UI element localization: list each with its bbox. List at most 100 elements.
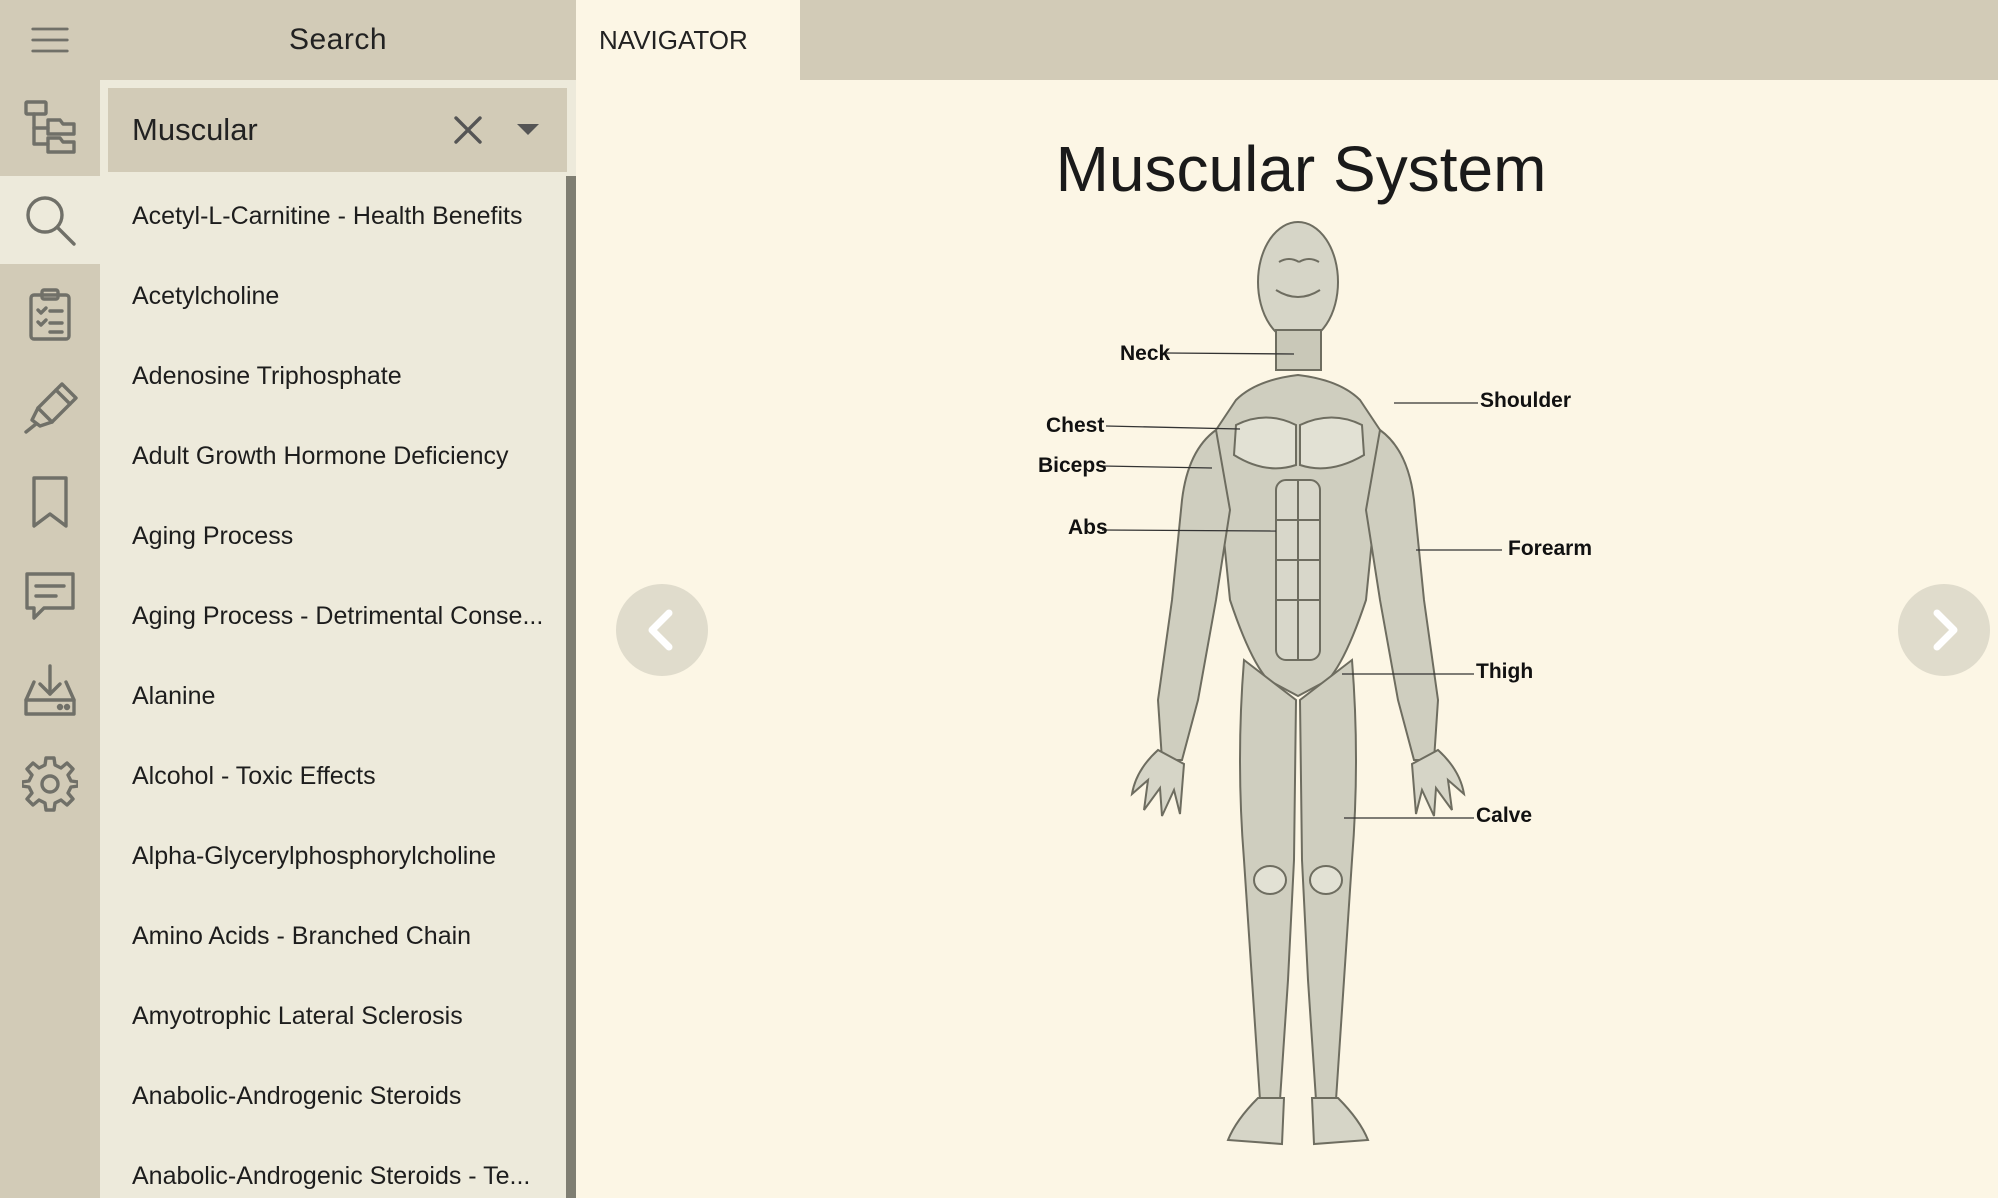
search-box <box>108 88 567 172</box>
chevron-left-icon <box>648 609 673 651</box>
list-item[interactable]: Alpha-Glycerylphosphorylcholine <box>100 816 576 896</box>
panel-header: Search <box>100 0 576 80</box>
rail-item-bookmarks[interactable] <box>0 458 100 546</box>
list-item-label: Amino Acids - Branched Chain <box>132 921 472 950</box>
alphabet-letter-c[interactable]: C <box>566 298 576 322</box>
list-item[interactable]: Acetylcholine <box>100 256 576 336</box>
tab-navigator[interactable]: NAVIGATOR <box>576 0 800 80</box>
close-icon <box>454 116 482 144</box>
label-biceps: Biceps <box>1038 454 1107 477</box>
rail-item-highlights[interactable] <box>0 364 100 452</box>
highlighter-icon <box>24 382 78 434</box>
alphabet-letter-o[interactable]: O <box>566 754 576 778</box>
chevron-down-icon <box>517 124 539 135</box>
list-item[interactable]: Anabolic-Androgenic Steroids - Te... <box>100 1136 576 1198</box>
alphabet-letter-m[interactable]: M <box>566 678 576 702</box>
list-item[interactable]: Amyotrophic Lateral Sclerosis <box>100 976 576 1056</box>
search-input[interactable] <box>132 88 432 172</box>
clipboard-icon <box>29 288 71 341</box>
search-options-dropdown[interactable] <box>508 112 548 148</box>
alphabet-letter-a[interactable]: A <box>566 222 576 246</box>
alphabet-letter-e[interactable]: E <box>566 374 576 398</box>
list-item[interactable]: Anabolic-Androgenic Steroids <box>100 1056 576 1136</box>
rail-item-contents[interactable] <box>0 82 100 170</box>
list-item[interactable]: Aging Process <box>100 496 576 576</box>
chevron-right-icon <box>1933 609 1958 651</box>
rail-item-search[interactable] <box>0 176 100 264</box>
alphabet-letter-x[interactable]: X <box>566 1096 576 1120</box>
alphabet-letter-v[interactable]: V <box>566 1020 576 1044</box>
search-panel: Search Acetyl-L-Carnitine - Health Benef… <box>100 0 576 1198</box>
alphabet-letter-y[interactable]: Y <box>566 1134 576 1158</box>
alphabet-index: AllABCDEFGHIJKLMNOPQRSTUVWXYZ <box>566 176 576 1198</box>
list-item[interactable]: Acetyl-L-Carnitine - Health Benefits <box>100 176 576 256</box>
rail-item-downloads[interactable] <box>0 646 100 734</box>
list-item-label: Anabolic-Androgenic Steroids <box>132 1081 462 1110</box>
label-thigh: Thigh <box>1476 660 1533 683</box>
alphabet-letter-i[interactable]: I <box>566 526 576 550</box>
alphabet-letter-n[interactable]: N <box>566 716 576 740</box>
panel-title: Search <box>288 23 388 56</box>
comment-icon <box>25 572 75 620</box>
alphabet-letter-d[interactable]: D <box>566 336 576 360</box>
alphabet-letter-q[interactable]: Q <box>566 830 576 854</box>
list-item[interactable]: Aging Process - Detrimental Conse... <box>100 576 576 656</box>
human-body-illustration <box>1130 221 1466 1146</box>
label-shoulder: Shoulder <box>1480 389 1571 412</box>
rail-item-comments[interactable] <box>0 552 100 640</box>
list-item-label: Alanine <box>132 681 216 710</box>
list-item[interactable]: Alcohol - Toxic Effects <box>100 736 576 816</box>
alphabet-letter-b[interactable]: B <box>566 260 576 284</box>
alphabet-letter-r[interactable]: R <box>566 868 576 892</box>
gear-icon <box>22 756 78 812</box>
alphabet-letter-f[interactable]: F <box>566 412 576 436</box>
alphabet-letter-j[interactable]: J <box>566 564 576 588</box>
menu-button[interactable] <box>0 0 100 80</box>
alphabet-letter-p[interactable]: P <box>566 792 576 816</box>
alphabet-letter-k[interactable]: K <box>566 602 576 626</box>
document-view: Muscular System <box>576 80 1998 1198</box>
alphabet-letter-w[interactable]: W <box>566 1058 576 1082</box>
alphabet-letter-g[interactable]: G <box>566 450 576 474</box>
clear-search-button[interactable] <box>448 110 488 150</box>
label-abs: Abs <box>1068 516 1108 539</box>
alphabet-letter-h[interactable]: H <box>566 488 576 512</box>
list-item[interactable]: Amino Acids - Branched Chain <box>100 896 576 976</box>
label-neck: Neck <box>1120 342 1171 365</box>
list-item-label: Alcohol - Toxic Effects <box>132 761 376 790</box>
menu-icon <box>31 27 69 53</box>
next-page-button[interactable] <box>1898 584 1990 676</box>
figure-labels: Neck Shoulder Chest Biceps Abs Forearm T… <box>1038 342 1592 827</box>
list-item-label: Adult Growth Hormone Deficiency <box>132 441 509 470</box>
navigator-tab-bar: NAVIGATOR <box>576 0 1998 80</box>
list-item[interactable]: Alanine <box>100 656 576 736</box>
tab-label: NAVIGATOR <box>599 24 748 55</box>
alphabet-letter-t[interactable]: T <box>566 944 576 968</box>
alphabet-letter-z[interactable]: Z <box>566 1172 576 1196</box>
rail-item-notes[interactable] <box>0 270 100 358</box>
list-item-label: Anabolic-Androgenic Steroids - Te... <box>132 1161 531 1190</box>
alphabet-letter-all[interactable]: All <box>566 184 576 208</box>
muscular-system-figure: Neck Shoulder Chest Biceps Abs Forearm T… <box>1038 221 1592 1146</box>
alphabet-letter-s[interactable]: S <box>566 906 576 930</box>
list-item-label: Acetylcholine <box>132 281 280 310</box>
list-item[interactable]: Adenosine Triphosphate <box>100 336 576 416</box>
alphabet-letter-u[interactable]: U <box>566 982 576 1006</box>
download-icon <box>24 664 76 716</box>
list-item-label: Aging Process - Detrimental Conse... <box>132 601 544 630</box>
list-item-label: Amyotrophic Lateral Sclerosis <box>132 1001 463 1030</box>
previous-page-button[interactable] <box>616 584 708 676</box>
label-calve: Calve <box>1476 804 1532 827</box>
rail-item-settings[interactable] <box>0 740 100 828</box>
figure-leader-lines <box>1101 352 1502 819</box>
list-item[interactable]: Adult Growth Hormone Deficiency <box>100 416 576 496</box>
label-chest: Chest <box>1046 414 1104 437</box>
list-item-label: Adenosine Triphosphate <box>132 361 402 390</box>
page-title: Muscular System <box>1055 133 1547 205</box>
alphabet-letter-l[interactable]: L <box>566 640 576 664</box>
bookmark-icon <box>32 476 68 528</box>
list-item-label: Acetyl-L-Carnitine - Health Benefits <box>132 201 523 230</box>
icon-rail <box>0 0 100 1198</box>
